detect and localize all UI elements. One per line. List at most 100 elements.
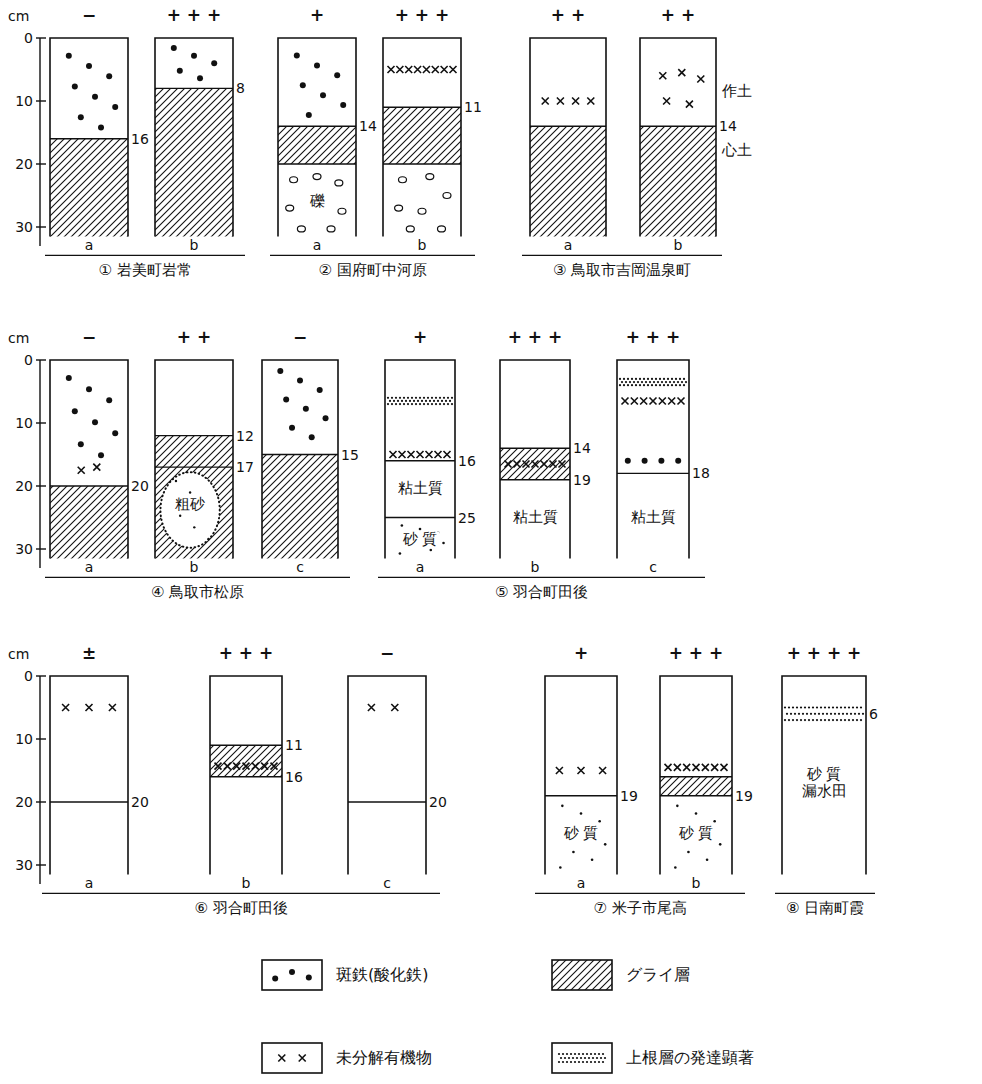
organic-matter-mark (441, 66, 448, 73)
depth-value: 11 (464, 99, 482, 115)
sand-dot (687, 851, 690, 854)
iron-mottle-dot (300, 82, 306, 88)
root-layer-dot (413, 400, 415, 402)
root-layer-dot (564, 1057, 566, 1059)
profile-outline (50, 360, 128, 558)
root-layer-dot (435, 397, 437, 399)
soil-profile (348, 676, 426, 874)
root-layer-dot (451, 403, 453, 405)
root-layer-dot (856, 719, 858, 721)
profile-ground (383, 38, 461, 236)
root-layer-dot (659, 384, 661, 386)
root-layer-dot (683, 378, 685, 380)
profile-letter: c (649, 559, 657, 575)
site-name: ③ 鳥取市吉岡温泉町 (553, 263, 691, 280)
iron-mottle-dot (658, 458, 664, 464)
iron-mottle-dot (277, 368, 283, 374)
horizon-boundary (155, 466, 233, 467)
root-layer-dot (427, 403, 429, 405)
root-layer-dot (651, 378, 653, 380)
swatch-frame (262, 1043, 322, 1073)
root-layer-dot (598, 1053, 600, 1055)
organic-matter-mark (399, 451, 406, 458)
root-layer-dot (824, 719, 826, 721)
iron-mottle-dot (177, 68, 183, 74)
profile-letter: b (190, 559, 199, 575)
depth-value: 14 (359, 118, 377, 134)
gley-layer (660, 777, 732, 796)
root-layer-dot (840, 719, 842, 721)
root-layer-dot (407, 403, 409, 405)
iron-mottle-dot (98, 124, 104, 130)
iron-mottle-dot (106, 73, 112, 79)
iron-mottle-dot (306, 112, 312, 118)
axis-tick-mark (36, 422, 46, 423)
root-layer-dot (399, 403, 401, 405)
horizon-boundary (545, 795, 617, 796)
root-layer-dot (792, 706, 794, 708)
organic-matter-mark (674, 764, 681, 771)
root-layer-dot (631, 378, 633, 380)
gravel-symbol (418, 208, 426, 214)
soil-profile (640, 38, 716, 236)
profile-outline (348, 676, 426, 874)
root-layer-dot (800, 706, 802, 708)
soil-profile (50, 360, 128, 558)
organic-matter-mark (659, 397, 666, 404)
horizon-boundary (155, 88, 233, 89)
gravel-symbol (290, 177, 298, 183)
profile-outline (530, 38, 606, 236)
soil-profile (50, 676, 128, 874)
sand-dot (559, 866, 562, 869)
iron-mottle-dot (340, 102, 346, 108)
organic-matter-mark (405, 66, 412, 73)
organic-matter-mark (678, 397, 685, 404)
root-layer-dot (409, 400, 411, 402)
root-layer-dot (814, 713, 816, 715)
organic-matter-mark (390, 451, 397, 458)
iron-mottle-dot (289, 425, 295, 431)
root-layer-dot (389, 400, 391, 402)
axis-tick: 0 (24, 668, 33, 684)
organic-matter-mark (62, 704, 69, 711)
iron-mottle-dot (191, 53, 197, 59)
iron-mottle-dot (642, 458, 648, 464)
root-layer-dot (590, 1061, 592, 1063)
horizon-boundary (385, 517, 455, 518)
root-layer-dot (838, 713, 840, 715)
depth-value: 14 (719, 118, 737, 134)
root-layer-dot (810, 713, 812, 715)
horizon-boundary (660, 795, 732, 796)
root-layer-dot (449, 400, 451, 402)
sand-dot (598, 820, 601, 823)
root-layer-dot (635, 378, 637, 380)
root-layer-dot (677, 381, 679, 383)
root-layer-dot (427, 397, 429, 399)
organic-matter-mark (417, 451, 424, 458)
root-layer-dot (592, 1057, 594, 1059)
root-layer-dot (663, 384, 665, 386)
sand-dot (189, 491, 191, 493)
soil-profile (530, 38, 606, 236)
root-layer-dot (794, 713, 796, 715)
depth-value: 16 (458, 453, 476, 469)
depth-value: 15 (341, 446, 359, 462)
profile-outline (210, 676, 282, 874)
root-layer-dot (836, 719, 838, 721)
root-layer-dot (812, 719, 814, 721)
root-layer-dot (639, 384, 641, 386)
root-layer-dot (796, 719, 798, 721)
iron-mottle-dot (283, 396, 289, 402)
root-layer-dot (588, 1057, 590, 1059)
root-layer-dot (629, 381, 631, 383)
depth-value: 25 (458, 509, 476, 525)
gravel-symbol (406, 226, 414, 232)
root-layer-dot (447, 403, 449, 405)
root-layer-dot (848, 706, 850, 708)
depth-value: 20 (131, 478, 149, 494)
iron-mottle-dot (317, 387, 323, 393)
organic-matter-mark (426, 451, 433, 458)
horizon-boundary (500, 479, 570, 480)
rating-symbol: − (293, 328, 307, 348)
root-layer-dot (633, 381, 635, 383)
